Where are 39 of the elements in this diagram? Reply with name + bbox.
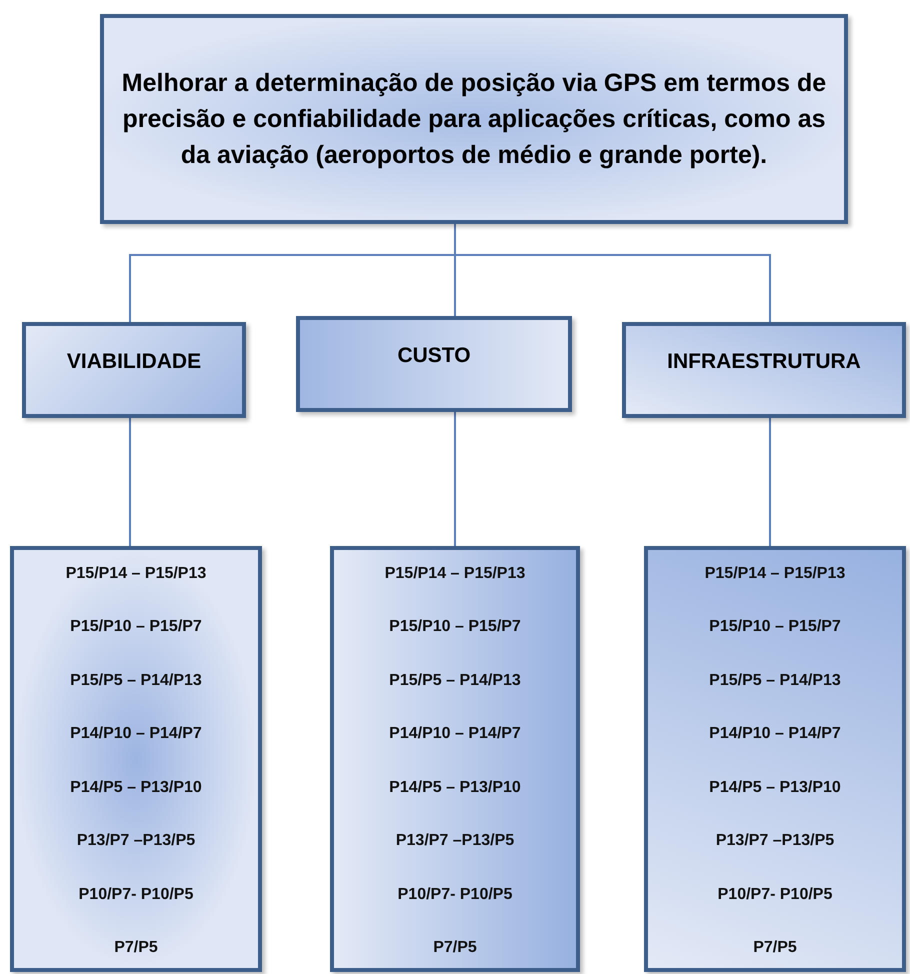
- pair-item: P7/P5: [114, 938, 158, 958]
- pair-list-box: [644, 546, 906, 972]
- pair-item: P14/P5 – P13/P10: [389, 778, 521, 798]
- pair-item: P15/P14 – P15/P13: [384, 564, 526, 584]
- pair-item: P7/P5: [433, 938, 477, 958]
- criterion-title: VIABILIDADE: [66, 349, 202, 375]
- connector-line: [454, 224, 771, 322]
- pair-item: P15/P10 – P15/P7: [70, 617, 202, 638]
- pair-item: P15/P5 – P14/P13: [389, 670, 521, 691]
- pair-item: P13/P7 –P13/P5: [396, 831, 514, 852]
- pair-item: P15/P14 – P15/P13: [704, 564, 846, 584]
- goal-box: [100, 14, 848, 224]
- pair-item: P15/P10 – P15/P7: [709, 617, 841, 638]
- connector-line: [769, 418, 771, 546]
- pair-list-box: [330, 546, 580, 972]
- pair-item: P10/P7- P10/P5: [718, 884, 832, 905]
- pair-item: P10/P7- P10/P5: [398, 884, 512, 905]
- pair-item: P10/P7- P10/P5: [78, 884, 194, 905]
- pair-item: P14/P10 – P14/P7: [389, 724, 521, 744]
- criterion-box: [296, 316, 572, 412]
- pair-item: P14/P5 – P13/P10: [70, 778, 202, 798]
- pair-item: P14/P10 – P14/P7: [70, 724, 202, 744]
- criterion-title: INFRAESTRUTURA: [667, 349, 861, 375]
- pair-item: P15/P5 – P14/P13: [709, 670, 841, 691]
- criterion-title: CUSTO: [397, 343, 471, 369]
- pair-item: P15/P5 – P14/P13: [70, 670, 202, 691]
- pair-item: P15/P14 – P15/P13: [66, 564, 206, 584]
- pair-list-box: [10, 546, 262, 972]
- criterion-box: [22, 322, 246, 418]
- pair-item: P15/P10 – P15/P7: [389, 617, 521, 638]
- criterion-box: [622, 322, 906, 418]
- goal-text: Melhorar a determinação de posição via GPS em termos de precisão e confiabilidade para aplicações críticas, como as da aviação (aeroportos de médio e grande porte).: [120, 68, 828, 172]
- pair-item: P13/P7 –P13/P5: [76, 831, 196, 852]
- pair-item: P14/P10 – P14/P7: [709, 724, 841, 744]
- connector-line: [129, 418, 131, 546]
- pair-item: P7/P5: [753, 938, 797, 958]
- connector-line: [454, 412, 456, 546]
- pair-item: P13/P7 –P13/P5: [716, 831, 834, 852]
- pair-item: P14/P5 – P13/P10: [709, 778, 841, 798]
